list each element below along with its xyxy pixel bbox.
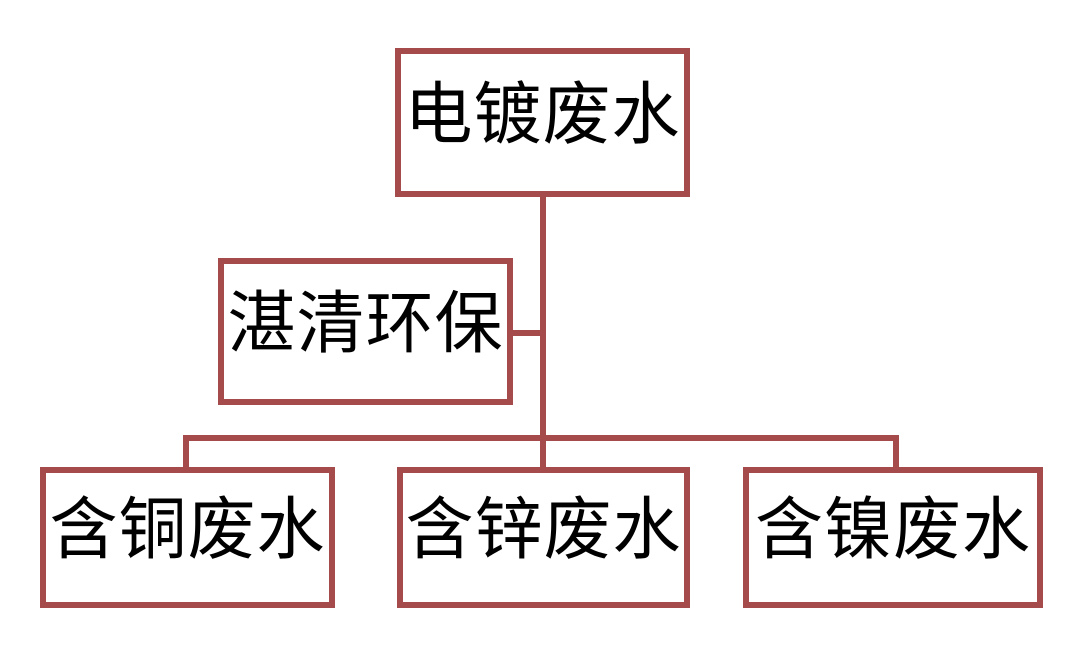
connector-drop-left [183,435,189,467]
node-label: 含铜废水 [49,490,326,570]
connector-drop-right [893,435,899,467]
node-label: 含锌废水 [405,490,682,570]
connector-side-stub [508,330,544,336]
connector-distribution-horizontal [183,435,899,441]
node-zinc-wastewater: 含锌废水 [397,467,690,608]
node-label: 电镀废水 [404,75,681,155]
node-label: 湛清环保 [227,284,504,364]
node-label: 含镍废水 [754,490,1031,570]
node-copper-wastewater: 含铜废水 [40,467,335,608]
node-electroplating-wastewater: 电镀废水 [395,48,690,197]
node-nickel-wastewater: 含镍废水 [743,467,1043,608]
node-zhanqing-environmental: 湛清环保 [218,258,513,405]
